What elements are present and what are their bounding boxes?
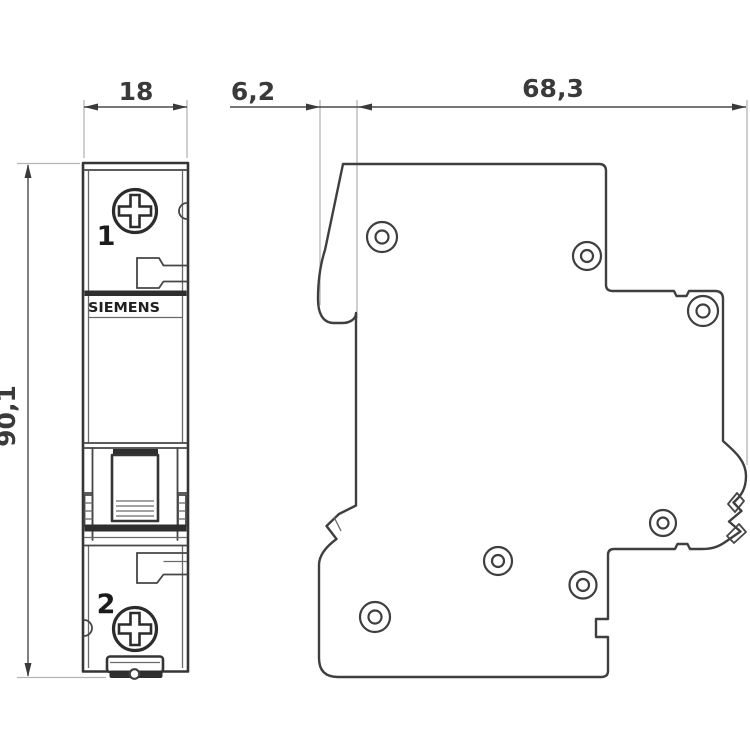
terminal-clamp bbox=[105, 655, 165, 680]
eyelet-line bbox=[136, 257, 188, 267]
arrowhead-right-icon bbox=[306, 103, 320, 111]
hook-inner-line bbox=[333, 516, 342, 532]
eyelet-line bbox=[136, 573, 188, 584]
side-notch-icon bbox=[83, 619, 93, 637]
dim-side-depth-label: 68,3 bbox=[522, 74, 584, 103]
rivet-icon bbox=[579, 248, 595, 264]
dim-side-offset-label: 6,2 bbox=[231, 77, 275, 106]
rivet-icon bbox=[374, 229, 390, 245]
side-view bbox=[316, 162, 748, 679]
rivet-icon bbox=[695, 303, 711, 319]
dim-front-width-label: 18 bbox=[119, 77, 154, 106]
arrowhead-down-icon bbox=[24, 663, 32, 677]
terminal-2-label: 2 bbox=[97, 589, 116, 620]
dimension-annotations: 18 6,2 68,3 90,1 bbox=[0, 74, 748, 679]
seal-eyelet-upper bbox=[136, 257, 188, 289]
clip-tooth-icon bbox=[726, 523, 747, 544]
arrowhead-left-icon bbox=[358, 103, 372, 111]
clamp-screw-icon bbox=[128, 668, 141, 680]
dim-height-label: 90,1 bbox=[0, 385, 21, 447]
arrowhead-up-icon bbox=[24, 164, 32, 178]
rivet-icon bbox=[490, 553, 506, 569]
terminal-1-label: 1 bbox=[97, 221, 116, 252]
arrowhead-right-icon bbox=[173, 103, 187, 111]
phillips-cross bbox=[117, 611, 153, 647]
eyelet-line bbox=[136, 280, 188, 289]
arrowhead-right-icon bbox=[732, 103, 746, 111]
brand-logo: SIEMENS bbox=[88, 301, 160, 316]
phillips-cross bbox=[117, 193, 153, 229]
phillips-screw-icon bbox=[111, 605, 159, 653]
rivet-icon bbox=[656, 516, 670, 530]
rivets bbox=[358, 220, 720, 634]
clip-tooth-icon bbox=[727, 492, 745, 513]
seal-eyelet-lower bbox=[136, 552, 188, 584]
rivet-icon bbox=[367, 609, 383, 625]
side-profile-outline bbox=[316, 162, 748, 679]
recess-lower-bar bbox=[84, 524, 187, 532]
front-body-outline bbox=[81, 161, 190, 673]
toggle-section bbox=[83, 442, 188, 547]
side-notch-icon bbox=[178, 202, 188, 220]
rivet-icon bbox=[575, 577, 591, 593]
front-view: 1 SIEMENS bbox=[81, 161, 190, 680]
arrowhead-left-icon bbox=[84, 103, 98, 111]
toggle-slot bbox=[113, 449, 158, 456]
label-groove bbox=[84, 290, 187, 296]
toggle-handle bbox=[110, 453, 160, 523]
phillips-screw-icon bbox=[111, 187, 159, 235]
